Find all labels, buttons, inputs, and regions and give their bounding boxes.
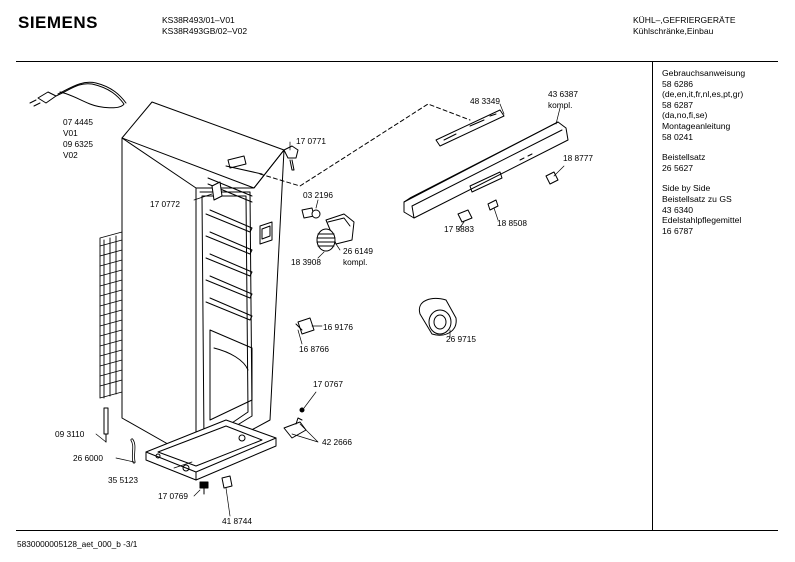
power-cord-drawing xyxy=(29,81,127,109)
part-label-170769: 17 0769 xyxy=(158,491,188,501)
part-label-168766: 16 8766 xyxy=(299,344,329,354)
sidebar-text: Beistellsatz xyxy=(662,152,706,163)
sidebar-text: Edelstahlpflegemittel xyxy=(662,215,742,226)
part-label-074445: 07 4445 xyxy=(63,117,93,127)
sidebar-text: 26 5627 xyxy=(662,162,694,173)
hinge-and-knob-drawing xyxy=(283,145,355,439)
sidebar-text: Side by Side xyxy=(662,183,711,194)
model-number-2: KS38R493GB/02–V02 xyxy=(162,26,248,36)
category-line-2: Kühlschränke,Einbau xyxy=(633,26,714,36)
sidebar-block-manuals: Gebrauchsanweisung 58 6286 (de,en,it,fr,… xyxy=(662,68,745,142)
sidebar-text: 58 0241 xyxy=(662,131,694,142)
part-label-032196: 03 2196 xyxy=(303,190,333,200)
condenser-coil-drawing xyxy=(99,231,123,399)
fridge-cabinet-drawing xyxy=(121,101,285,481)
part-label-v02: V02 xyxy=(63,150,78,160)
leader-lines xyxy=(95,103,565,517)
sidebar-divider xyxy=(652,62,653,530)
sidebar-text: 58 6286 xyxy=(662,78,694,89)
control-panel-drawing xyxy=(259,103,569,223)
sidebar-text: Gebrauchsanweisung xyxy=(662,68,746,78)
sidebar-text: 43 6340 xyxy=(662,204,694,215)
part-label-266149-note: kompl. xyxy=(343,257,368,267)
sidebar-text: (de,en,it,fr,nl,es,pt,gr) xyxy=(662,89,744,100)
part-label-418744: 41 8744 xyxy=(222,516,252,526)
part-label-093110: 09 3110 xyxy=(55,429,85,439)
part-label-188777: 18 8777 xyxy=(563,153,593,163)
part-label-266000: 26 6000 xyxy=(73,453,103,463)
model-number-1: KS38R493/01–V01 xyxy=(162,15,235,25)
part-label-436387: 43 6387 xyxy=(548,89,578,99)
sidebar: Gebrauchsanweisung 58 6286 (de,en,it,fr,… xyxy=(662,68,745,246)
sidebar-block-accessory: Beistellsatz 26 5627 xyxy=(662,152,745,173)
part-label-436387-note: kompl. xyxy=(548,100,573,110)
part-label-169176: 16 9176 xyxy=(323,322,353,332)
exploded-parts-diagram xyxy=(29,81,569,517)
part-label-266149: 26 6149 xyxy=(343,246,373,256)
sidebar-text: Beistellsatz zu GS xyxy=(662,193,732,204)
brand-logo: SIEMENS xyxy=(18,13,99,32)
part-label-483349: 48 3349 xyxy=(470,96,500,106)
part-label-096325: 09 6325 xyxy=(63,139,93,149)
footer-rule xyxy=(16,530,778,531)
part-label-183908: 18 3908 xyxy=(291,257,321,267)
small-parts-left-drawing xyxy=(103,407,233,495)
part-label-170772: 17 0772 xyxy=(150,199,180,209)
sidebar-text: Montageanleitung xyxy=(662,120,731,131)
document-id: 5830000005128_aet_000_b -3/1 xyxy=(17,539,138,549)
header-rule xyxy=(16,61,778,62)
part-label-170771: 17 0771 xyxy=(296,136,326,146)
part-label-422666: 42 2666 xyxy=(322,437,352,447)
sidebar-text: 16 6787 xyxy=(662,225,694,236)
category-line-1: KÜHL–,GEFRIERGERÄTE xyxy=(633,15,736,25)
sidebar-text: (da,no,fi,se) xyxy=(662,110,708,121)
part-label-188508: 18 8508 xyxy=(497,218,527,228)
sidebar-text: 58 6287 xyxy=(662,99,694,110)
fan-drawing xyxy=(418,298,457,336)
sidebar-block-side-by-side: Side by Side Beistellsatz zu GS 43 6340 … xyxy=(662,183,745,236)
part-label-355123: 35 5123 xyxy=(108,475,138,485)
part-label-v01: V01 xyxy=(63,128,78,138)
part-label-175883: 17 5883 xyxy=(444,224,474,234)
part-label-269715: 26 9715 xyxy=(446,334,476,344)
part-label-170767: 17 0767 xyxy=(313,379,343,389)
